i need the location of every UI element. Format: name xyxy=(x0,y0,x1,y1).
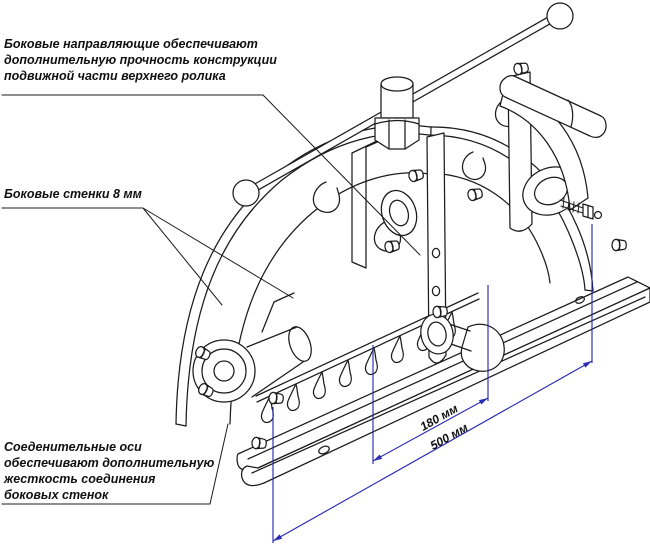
base-hole xyxy=(575,296,585,304)
base-hole xyxy=(318,445,330,455)
screw-boss-and-nut xyxy=(374,76,420,150)
annotation-line: боковых стенок xyxy=(4,488,109,502)
annotation-line: Соеденительные оси xyxy=(4,440,142,454)
annotation-line: обеспечивают дополнительную xyxy=(4,456,215,470)
annotation-side-walls: Боковые стенки 8 мм xyxy=(4,186,142,202)
center-bracket xyxy=(351,138,385,269)
left-roller xyxy=(192,292,312,403)
handle-ball-end xyxy=(546,2,574,30)
hex-bolts xyxy=(195,62,627,450)
wall-hook-cutout xyxy=(461,151,487,181)
bottom-roller xyxy=(420,313,505,372)
dimension-line-500 xyxy=(272,360,593,542)
dimension-line-180 xyxy=(372,397,489,462)
crank-axis xyxy=(559,197,603,220)
leader-lines xyxy=(1,94,421,505)
handle-ball-end xyxy=(232,179,260,207)
annotation-connecting-axes: Соеденительные оси обеспечивают дополнит… xyxy=(4,439,214,503)
annotation-line: Боковые стенки 8 мм xyxy=(4,187,142,201)
annotation-line: жесткость соединения xyxy=(4,472,156,486)
annotation-upper-roller-guides: Боковые направляющие обеспечивают дополн… xyxy=(4,36,277,84)
base-plate xyxy=(236,276,650,487)
annotation-line: Боковые направляющие обеспечивают xyxy=(4,37,258,51)
crank-grip xyxy=(499,75,607,138)
annotation-line: подвижной части верхнего ролика xyxy=(4,69,226,83)
link-bar-center xyxy=(426,132,447,364)
wall-hook-cutout xyxy=(312,181,341,213)
annotation-line: дополнительную прочность конструкции xyxy=(4,53,277,67)
